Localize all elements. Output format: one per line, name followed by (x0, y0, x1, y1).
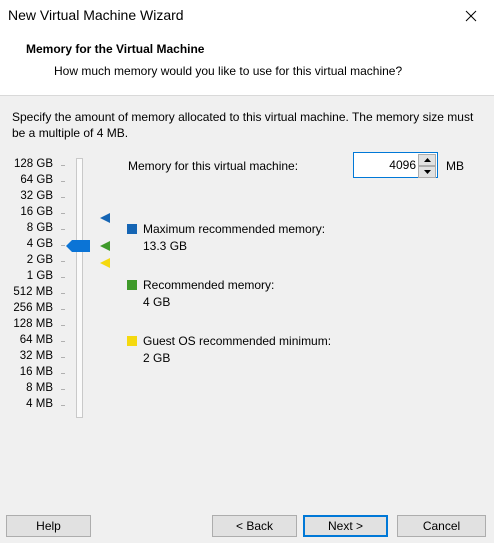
scale-tick (61, 405, 65, 406)
scale-tick (61, 245, 65, 246)
recommended-label: Recommended memory: (143, 278, 275, 292)
guest-min-value: 2 GB (143, 351, 171, 365)
scale-tick (61, 293, 65, 294)
guest-min-marker-icon (100, 258, 110, 268)
scale-tick (61, 213, 65, 214)
scale-tick (61, 357, 65, 358)
header-divider (0, 95, 494, 96)
memory-field-label: Memory for this virtual machine: (128, 159, 299, 173)
scale-tick (61, 197, 65, 198)
next-button[interactable]: Next > (303, 515, 388, 537)
memory-panel: Specify the amount of memory allocated t… (0, 96, 494, 499)
scale-label: 4 GB (26, 238, 53, 250)
chevron-up-icon (423, 158, 431, 162)
scale-tick (61, 181, 65, 182)
close-icon (465, 10, 477, 21)
guest-min-swatch (127, 336, 137, 346)
scale-tick (61, 389, 65, 390)
chevron-down-icon (423, 170, 431, 174)
scale-label: 512 MB (13, 286, 53, 298)
scale-tick (61, 261, 65, 262)
scale-label: 4 MB (26, 398, 53, 410)
scale-label: 32 MB (19, 350, 53, 362)
guest-min-label: Guest OS recommended minimum: (143, 334, 332, 348)
max-recommended-value: 13.3 GB (143, 239, 188, 253)
scale-tick (61, 165, 65, 166)
scale-label: 8 GB (26, 222, 53, 234)
close-button[interactable] (448, 0, 494, 31)
scale-tick (61, 309, 65, 310)
scale-label: 16 GB (20, 206, 53, 218)
max-recommended-marker-icon (100, 213, 110, 223)
max-recommended-swatch (127, 224, 137, 234)
scale-tick (61, 277, 65, 278)
spin-down-button[interactable] (418, 166, 436, 178)
recommended-swatch (127, 280, 137, 290)
scale-label: 128 MB (13, 318, 53, 330)
spin-up-button[interactable] (418, 154, 436, 166)
memory-input[interactable]: 4096 (389, 158, 416, 172)
window-title: New Virtual Machine Wizard (8, 7, 184, 23)
scale-label: 2 GB (26, 254, 53, 266)
title-bar: New Virtual Machine Wizard (0, 0, 494, 31)
wizard-header: Memory for the Virtual Machine How much … (0, 31, 494, 95)
scale-label: 32 GB (20, 190, 53, 202)
cancel-button[interactable]: Cancel (397, 515, 486, 537)
help-button[interactable]: Help (6, 515, 91, 537)
wizard-footer: Help < Back Next > Cancel (0, 499, 494, 543)
memory-spinbox[interactable]: 4096 (353, 152, 438, 178)
memory-description: Specify the amount of memory allocated t… (12, 110, 474, 140)
scale-label: 1 GB (26, 270, 53, 282)
scale-label: 128 GB (14, 158, 53, 170)
memory-unit: MB (446, 159, 464, 173)
recommended-value: 4 GB (143, 295, 171, 309)
page-subtitle: How much memory would you like to use fo… (54, 64, 403, 78)
scale-tick (61, 229, 65, 230)
max-recommended-label: Maximum recommended memory: (143, 222, 326, 236)
scale-tick (61, 325, 65, 326)
recommended-marker-icon (100, 241, 110, 251)
page-title: Memory for the Virtual Machine (26, 42, 205, 56)
memory-slider-track[interactable] (76, 158, 83, 418)
scale-label: 64 GB (20, 174, 53, 186)
scale-label: 16 MB (19, 366, 53, 378)
scale-label: 8 MB (26, 382, 53, 394)
scale-tick (61, 373, 65, 374)
memory-slider-thumb[interactable] (66, 240, 90, 252)
scale-label: 256 MB (13, 302, 53, 314)
spinner-buttons (418, 154, 436, 178)
back-button[interactable]: < Back (212, 515, 297, 537)
scale-tick (61, 341, 65, 342)
scale-label: 64 MB (19, 334, 53, 346)
